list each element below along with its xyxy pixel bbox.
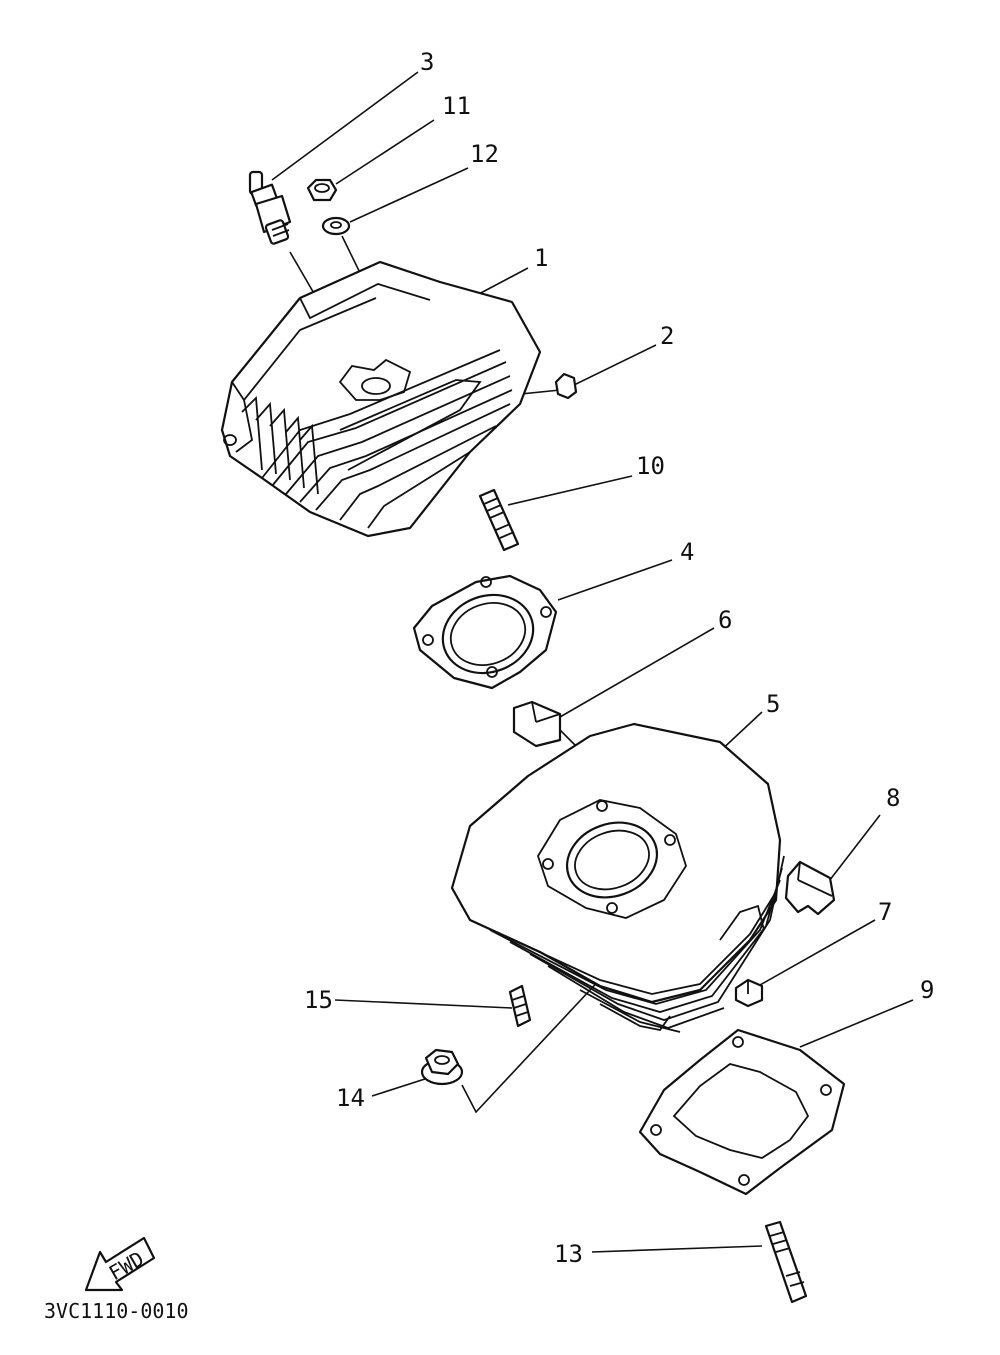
stud-bolt-short-part: [508, 984, 532, 1028]
callout-3: 3: [420, 48, 434, 76]
callout-8: 8: [886, 784, 900, 812]
callout-4: 4: [680, 538, 694, 566]
cylinder-head-part: [220, 260, 542, 538]
head-gasket-part: [412, 574, 558, 690]
callout-10: 10: [636, 452, 665, 480]
callout-2: 2: [660, 322, 674, 350]
flange-nut-part: [420, 1048, 464, 1086]
callout-11: 11: [442, 92, 471, 120]
damper-part: [784, 860, 836, 916]
dowel-pin-upper-part: [512, 700, 562, 748]
callout-1: 1: [534, 244, 548, 272]
base-gasket-part: [638, 1028, 846, 1196]
callout-12: 12: [470, 140, 499, 168]
callout-14: 14: [336, 1084, 365, 1112]
dowel-pin-lower-part: [734, 978, 764, 1008]
drawing-code: 3VC1110-0010: [44, 1299, 189, 1323]
stud-bolt-base-part: [764, 1220, 808, 1304]
callout-15: 15: [304, 986, 333, 1014]
stud-bolt-head-part: [478, 488, 520, 552]
callout-9: 9: [920, 976, 934, 1004]
cylinder-part: [450, 722, 785, 1033]
nut-part-2: [554, 372, 578, 400]
callout-numbers: 1 2 3 4 5 6 7 8 9 10 11 12 13 14 15: [304, 48, 934, 1268]
spark-plug-part: [248, 170, 292, 245]
callout-7: 7: [878, 898, 892, 926]
callout-6: 6: [718, 606, 732, 634]
callout-13: 13: [554, 1240, 583, 1268]
fwd-arrow: FWD: [84, 1236, 156, 1292]
callout-5: 5: [766, 690, 780, 718]
nut-washer-parts: [306, 178, 351, 236]
